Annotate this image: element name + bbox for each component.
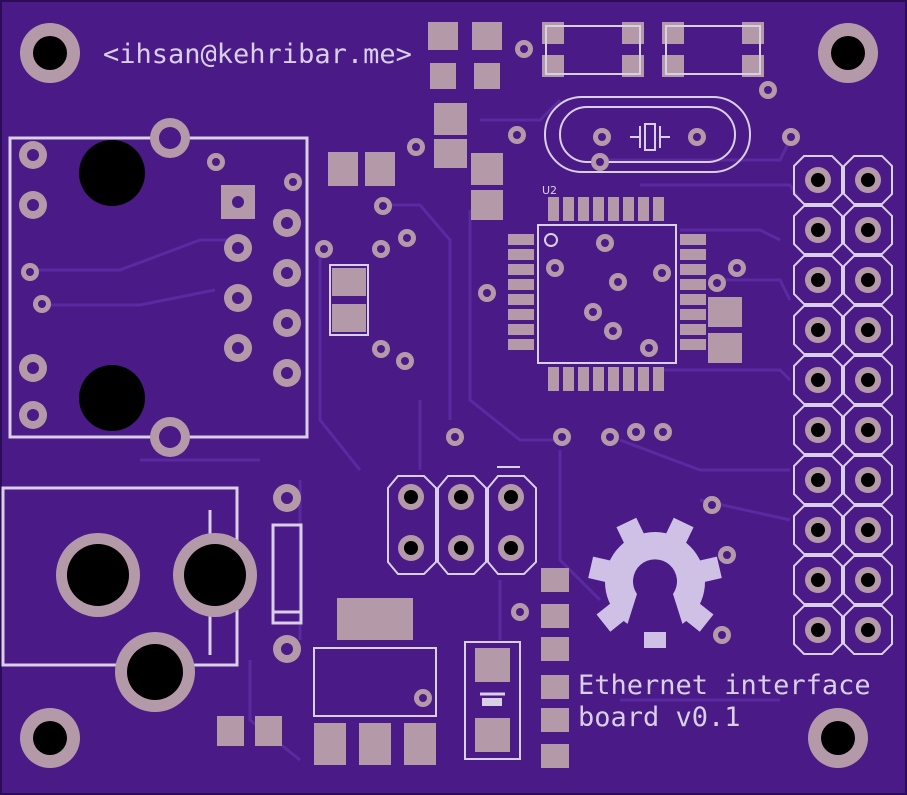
- header-pin-outline: [843, 405, 893, 455]
- header-pin-pad: [855, 467, 881, 493]
- header-pin-outline: [793, 355, 843, 405]
- header-pin-pad: [805, 167, 831, 193]
- header-pin-pad: [805, 467, 831, 493]
- header-pin-outline: [843, 305, 893, 355]
- header-pin-outline: [793, 405, 843, 455]
- component-outlines: [329, 25, 761, 336]
- smd-components: [328, 22, 764, 363]
- header-pin-pad: [805, 417, 831, 443]
- header-pin-pad: [805, 617, 831, 643]
- header-pin-pad: [855, 167, 881, 193]
- header-pin-pad: [855, 617, 881, 643]
- crystal: [544, 96, 751, 173]
- header-pin-pad: [855, 267, 881, 293]
- header-pin-pad: [855, 567, 881, 593]
- header-pin-outline: [843, 205, 893, 255]
- header-2x3: [387, 466, 537, 575]
- header-pin-pad: [855, 367, 881, 393]
- header-pin-pad: [805, 517, 831, 543]
- header-pin-outline: [843, 155, 893, 205]
- board-title-line1: Ethernet interface: [578, 670, 871, 701]
- header-pin-outline: [793, 555, 843, 605]
- mounting-hole-bottom-left: [20, 708, 80, 768]
- header-pin-pad: [855, 317, 881, 343]
- header-pin-pad: [855, 417, 881, 443]
- mounting-hole-top-right: [818, 23, 878, 83]
- header-pin-outline: [843, 555, 893, 605]
- ic-u2: U2: [508, 184, 706, 391]
- header-pin-pad: [805, 217, 831, 243]
- header-pin-pad: [805, 367, 831, 393]
- header-pin-outline: [793, 205, 843, 255]
- rj45-connector: [8, 118, 309, 457]
- mounting-hole-top-left: [20, 23, 80, 83]
- header-pin-outline: [843, 355, 893, 405]
- header-pin-outline: [793, 505, 843, 555]
- header-pin-outline: [843, 455, 893, 505]
- header-pin-pad: [805, 267, 831, 293]
- header-pin-outline: [793, 605, 843, 655]
- ic-label: U2: [542, 184, 557, 197]
- bottom-components: [217, 568, 569, 768]
- header-2x10: [793, 155, 893, 655]
- header-pin-outline: [843, 255, 893, 305]
- header-pin-outline: [793, 255, 843, 305]
- header-pin-pad: [805, 317, 831, 343]
- dc-barrel-jack: [1, 486, 257, 712]
- open-source-hardware-gear-icon: [588, 517, 722, 648]
- header-pin-outline: [843, 605, 893, 655]
- header-pin-outline: [843, 505, 893, 555]
- diode: [271, 484, 303, 663]
- header-pin-outline: [793, 455, 843, 505]
- board-title-line2: board v0.1: [578, 702, 741, 733]
- header-pin-pad: [805, 567, 831, 593]
- mounting-hole-bottom-right: [808, 708, 868, 768]
- header-pin-outline: [793, 155, 843, 205]
- header-pin-pad: [855, 517, 881, 543]
- header-pin-outline: [793, 305, 843, 355]
- author-email: <ihsan@kehribar.me>: [103, 39, 412, 70]
- header-pin-pad: [855, 217, 881, 243]
